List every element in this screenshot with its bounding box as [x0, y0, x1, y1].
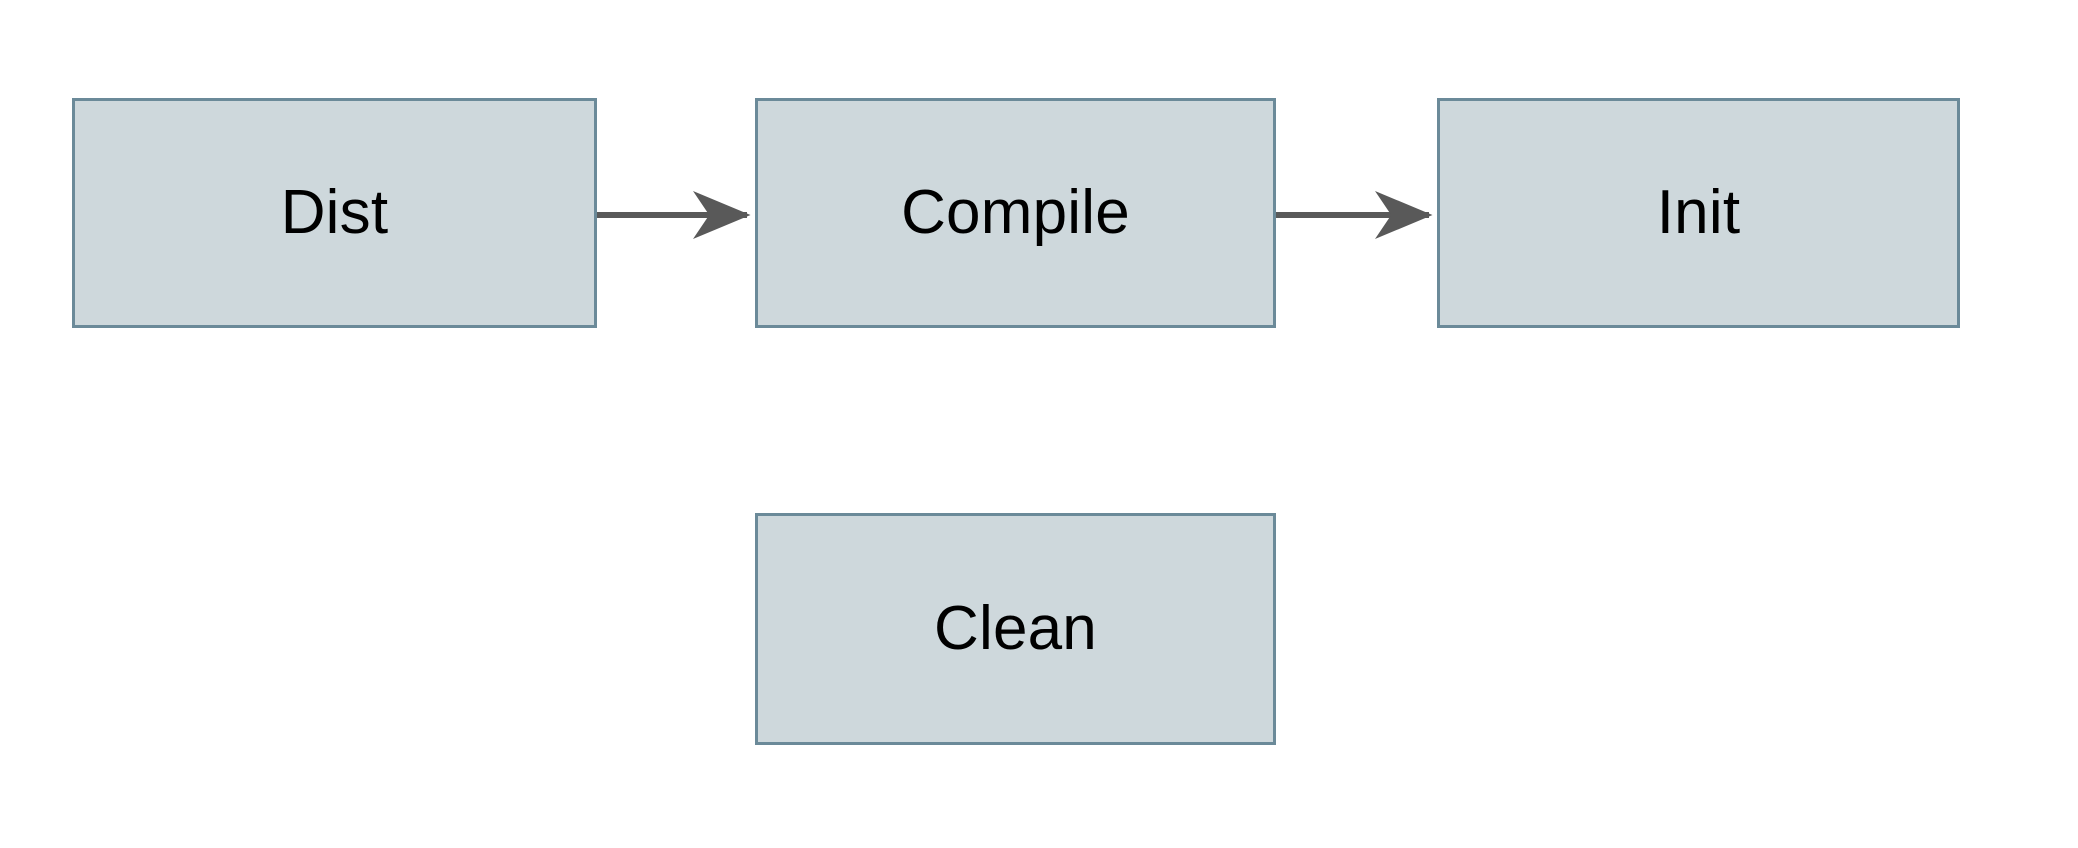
node-dist[interactable]: Dist — [72, 98, 597, 328]
node-compile[interactable]: Compile — [755, 98, 1276, 328]
node-clean-label: Clean — [934, 594, 1097, 663]
node-clean[interactable]: Clean — [755, 513, 1276, 745]
node-init[interactable]: Init — [1437, 98, 1960, 328]
node-compile-label: Compile — [901, 178, 1130, 247]
node-dist-label: Dist — [280, 178, 389, 247]
node-init-label: Init — [1656, 178, 1741, 247]
